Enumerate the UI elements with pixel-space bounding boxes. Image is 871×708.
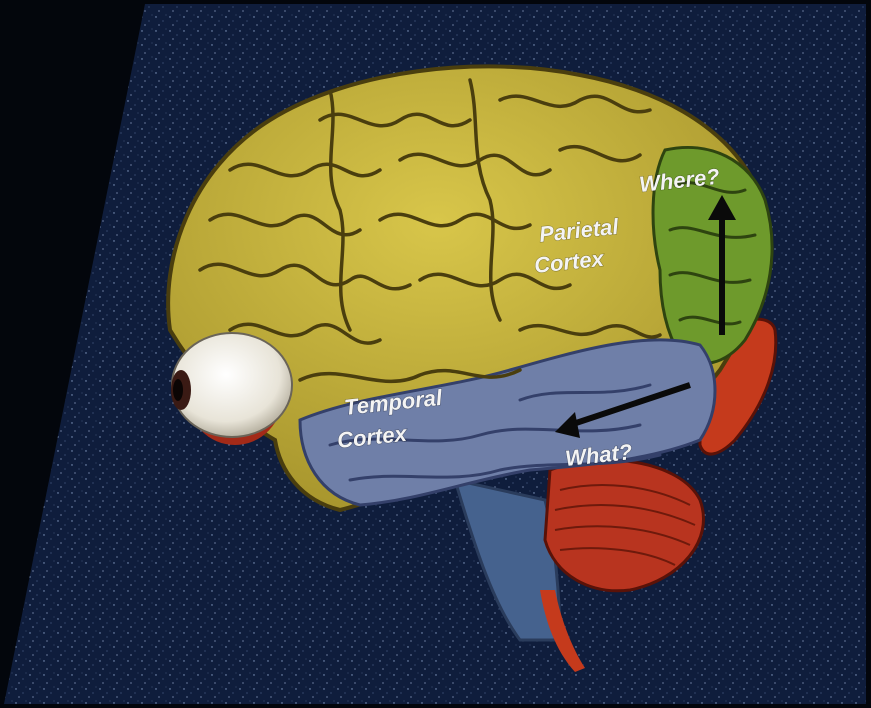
brain-diagram: Where? Parietal Cortex Temporal Cortex W… <box>0 0 871 708</box>
